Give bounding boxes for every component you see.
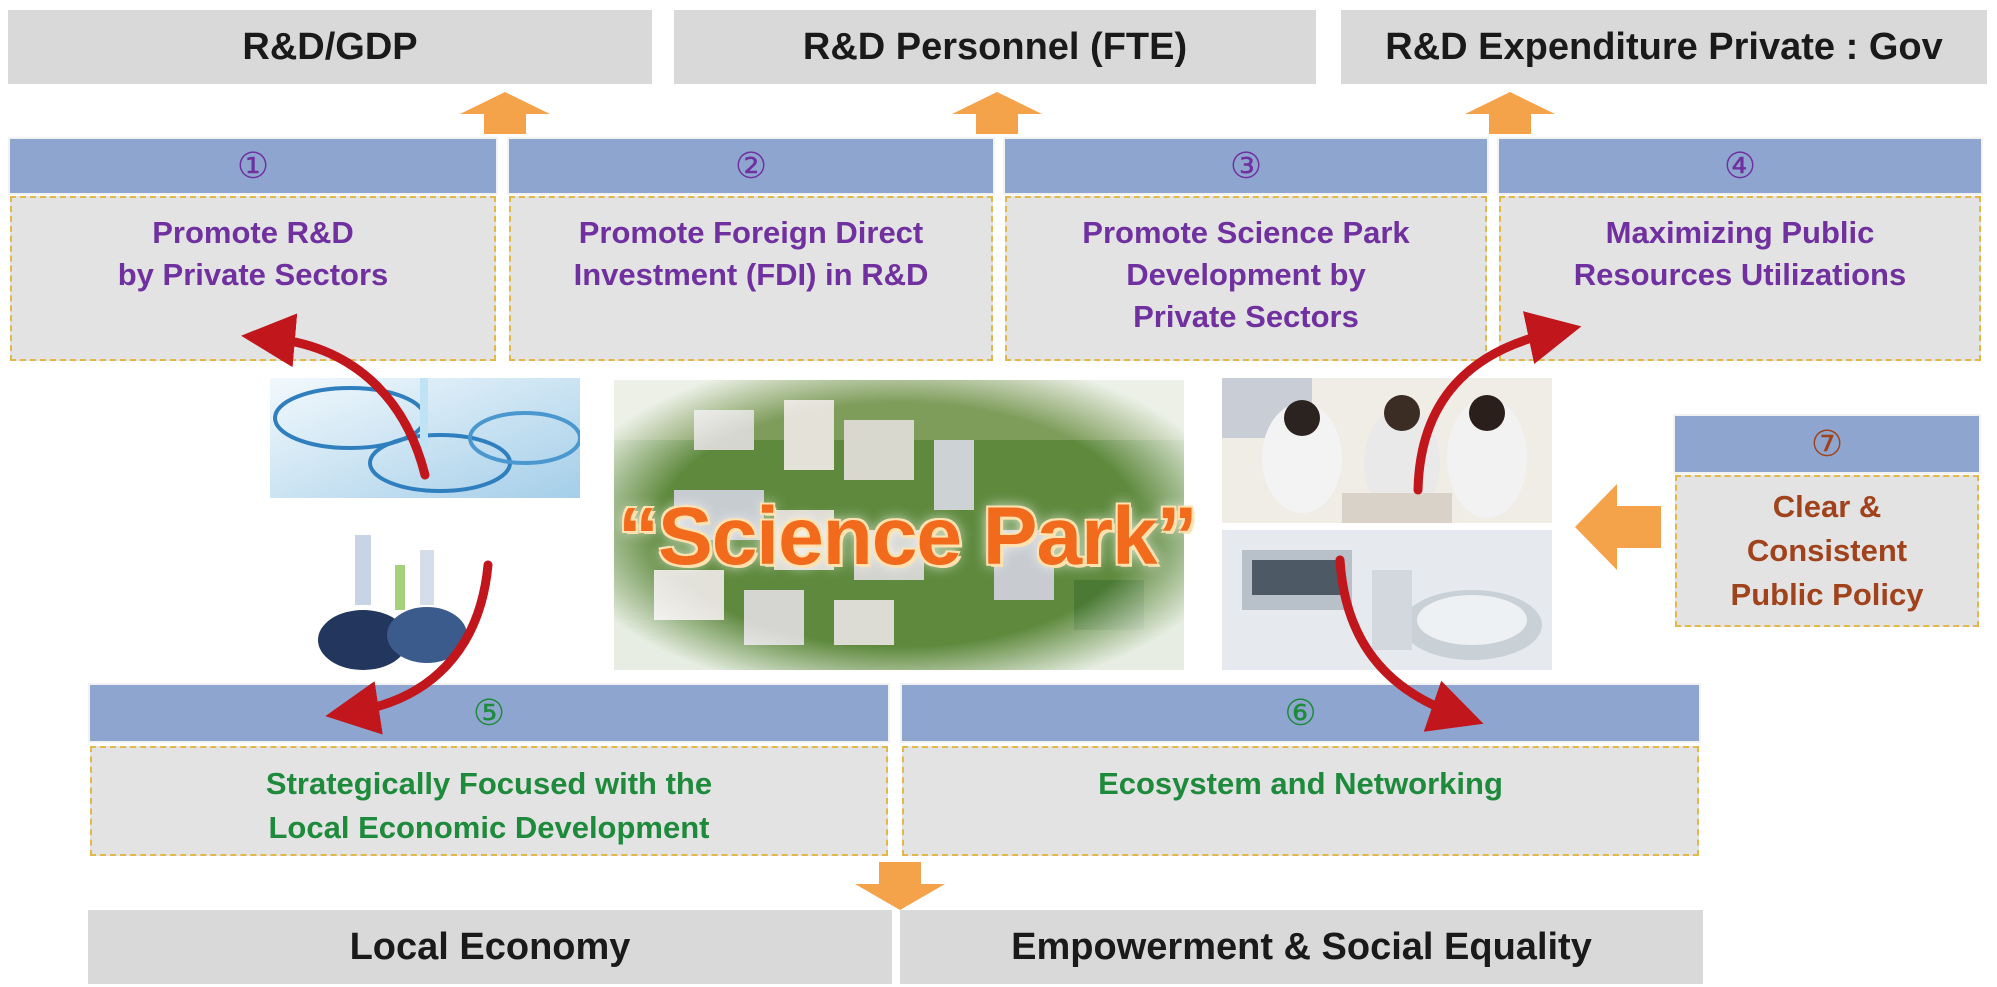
strategy-6-box: Ecosystem and Networking [902, 746, 1699, 856]
strategy-6-header: ⑥ [900, 683, 1701, 743]
lab-equipment-photo [1222, 530, 1552, 670]
strategy-5-line: Strategically Focused with the [265, 766, 713, 801]
left-arrow-icon [1575, 484, 1661, 570]
strategy-5-box: Strategically Focused with the Local Eco… [90, 746, 888, 856]
strategy-6-line: Ecosystem and Networking [1098, 766, 1503, 801]
outcome-rd-expenditure: R&D Expenditure Private : Gov [1341, 10, 1987, 84]
up-arrow-icon [1465, 92, 1555, 134]
up-arrow-icon [952, 92, 1042, 134]
strategy-2-header: ② [507, 137, 995, 195]
strategy-7-line: Consistent [1746, 533, 1908, 568]
strategy-7-header: ⑦ [1673, 414, 1981, 474]
outcome-rd-gdp: R&D/GDP [8, 10, 652, 84]
strategy-4-box: Maximizing Public Resources Utilizations [1499, 196, 1981, 361]
strategy-2-box: Promote Foreign Direct Investment (FDI) … [509, 196, 993, 361]
strategy-1-line: by Private Sectors [117, 257, 389, 292]
strategy-2-line: Promote Foreign Direct [578, 215, 924, 250]
strategy-5-header: ⑤ [88, 683, 890, 743]
strategy-7-line: Public Policy [1730, 577, 1924, 612]
outcome-rd-personnel: R&D Personnel (FTE) [674, 10, 1316, 84]
petri-dish-photo [270, 378, 580, 498]
strategy-3-box: Promote Science Park Development by Priv… [1005, 196, 1487, 361]
flasks-photo [300, 525, 500, 675]
strategy-1-header: ① [8, 137, 498, 195]
outcome-local-economy: Local Economy [88, 910, 892, 984]
science-park-title: “Science Park” [618, 491, 1198, 582]
strategy-3-line: Private Sectors [1133, 299, 1359, 334]
strategy-7-box: Clear & Consistent Public Policy [1675, 475, 1979, 627]
strategy-4-line: Maximizing Public [1605, 215, 1875, 250]
up-arrow-icon [460, 92, 550, 134]
strategy-1-box: Promote R&D by Private Sectors [10, 196, 496, 361]
down-arrow-icon [855, 862, 945, 910]
strategy-1-line: Promote R&D [152, 215, 354, 250]
strategy-3-line: Development by [1126, 257, 1366, 292]
strategy-3-header: ③ [1003, 137, 1489, 195]
strategy-4-line: Resources Utilizations [1573, 257, 1907, 292]
strategy-5-line: Local Economic Development [268, 810, 710, 845]
science-park-aerial-image [614, 380, 1184, 670]
outcome-empowerment: Empowerment & Social Equality [900, 910, 1703, 984]
strategy-7-line: Clear & [1772, 489, 1882, 524]
strategy-3-line: Promote Science Park [1082, 215, 1410, 250]
lab-people-photo [1222, 378, 1552, 523]
strategy-4-header: ④ [1497, 137, 1983, 195]
strategy-2-line: Investment (FDI) in R&D [573, 257, 929, 292]
